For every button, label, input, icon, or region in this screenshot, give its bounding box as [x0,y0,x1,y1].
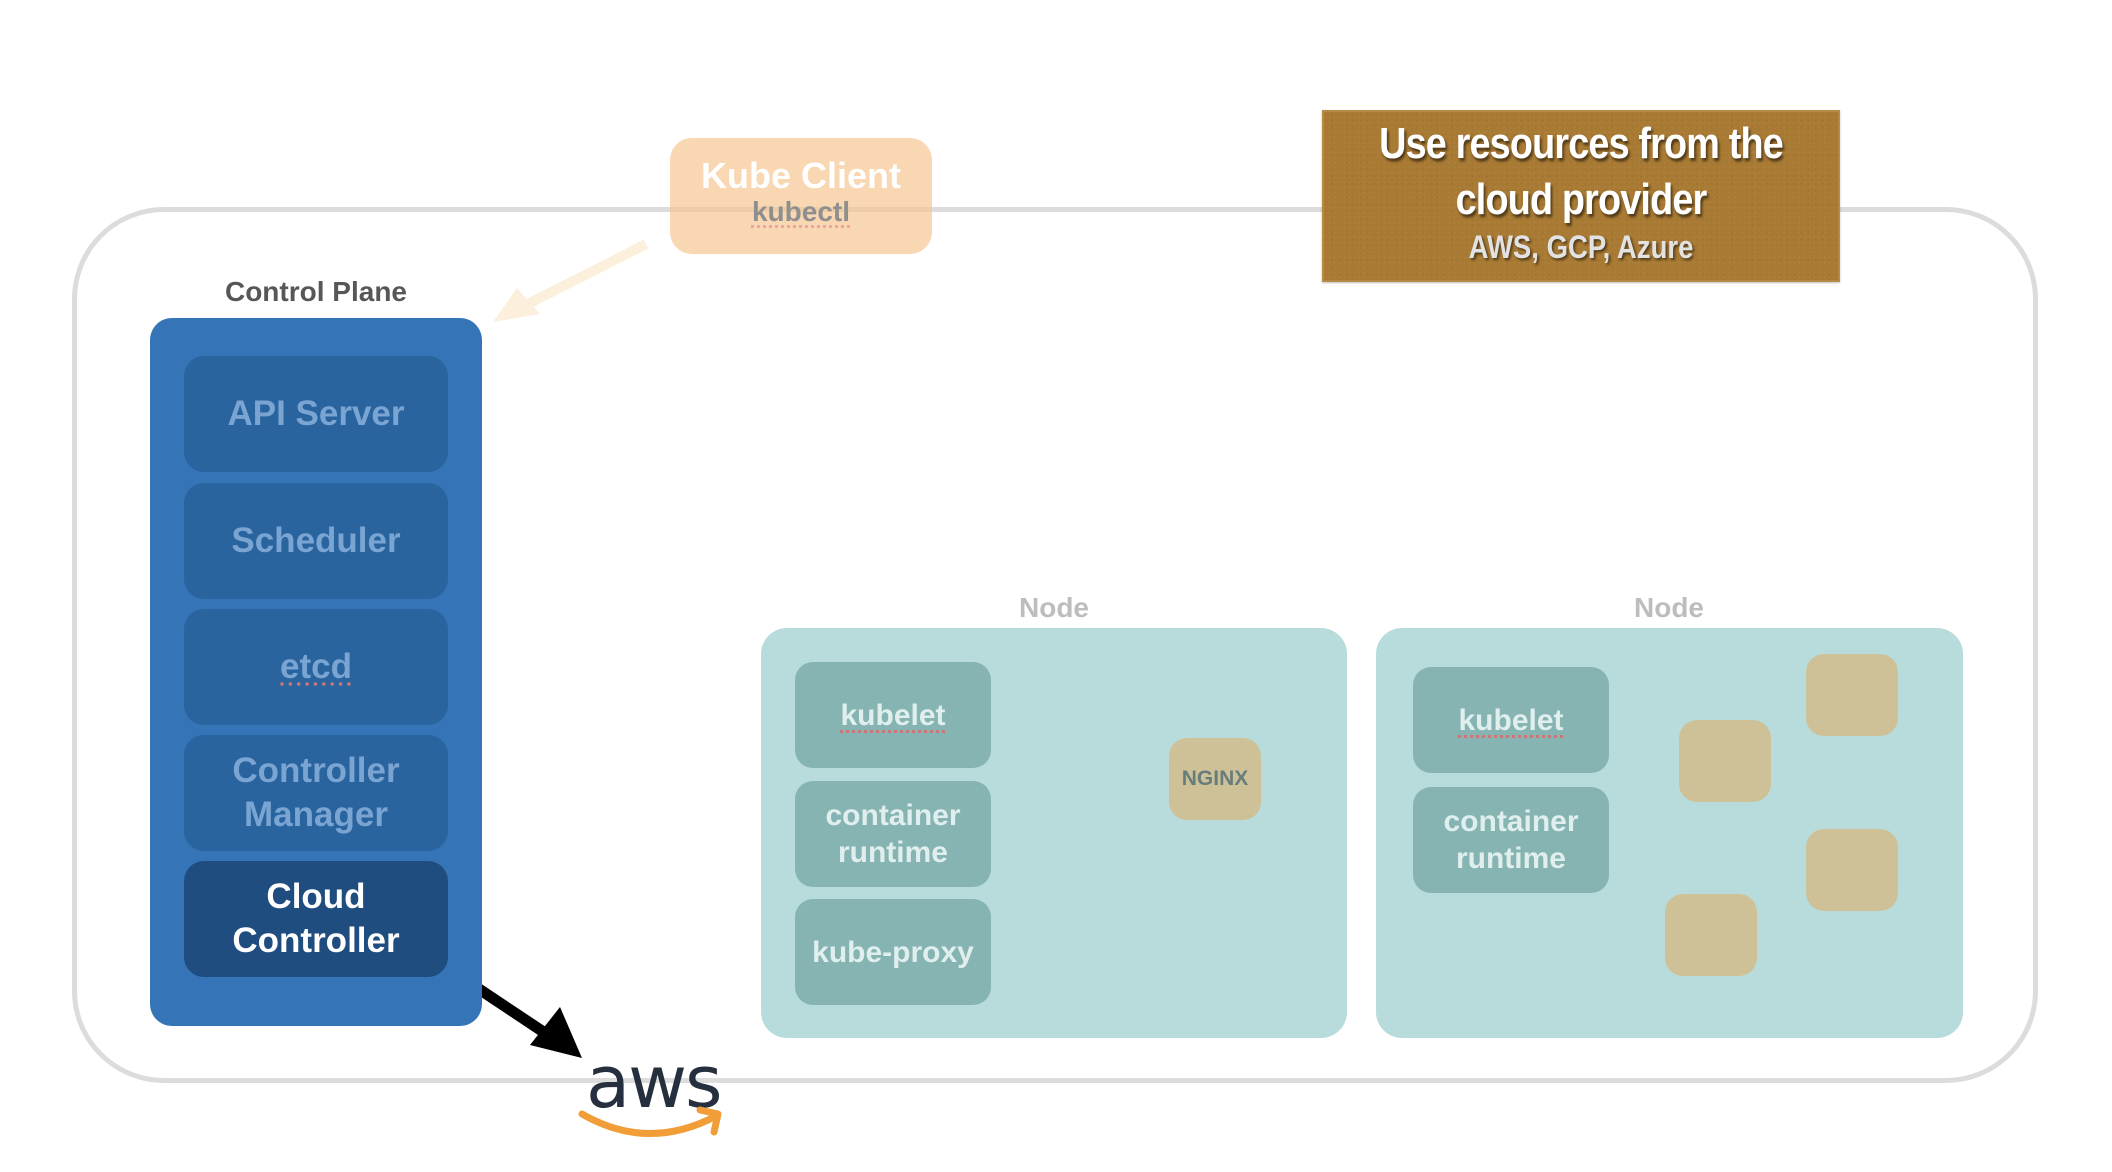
kube-client-subtitle: kubectl [751,196,851,227]
node-2-pod-4[interactable] [1665,894,1757,976]
etcd-label: etcd [280,647,352,686]
control-plane-label: Control Plane [224,276,407,307]
controller-manager-label: Controller Manager [232,749,399,837]
node-2-label: Node [1634,592,1704,623]
node-1-pod-nginx[interactable]: NGINX [1169,738,1261,820]
cloud-controller-label-line-2: Controller [232,921,400,960]
node-1-kubelet-label: kubelet [840,698,946,732]
node-2-pod-2[interactable] [1679,720,1771,802]
node-1-container-runtime-label: container runtime [825,797,960,871]
api-server-label: API Server [227,394,405,433]
node-2-container-runtime-line-1: container [1443,805,1579,838]
controller-manager-label-line-1: Controller [232,751,400,790]
node-1-kube-proxy[interactable]: kube-proxy [795,899,991,1005]
node-2-kubelet-label: kubelet [1458,703,1564,737]
cloud-controller-component[interactable]: Cloud Controller [184,861,448,977]
cloud-provider-callout: Use resources from the cloud provider AW… [1322,110,1840,282]
node-2-container-runtime[interactable]: container runtime [1413,787,1609,893]
aws-logo: aws [578,1040,728,1152]
callout-subtitle: AWS, GCP, Azure [1468,229,1694,265]
callout-line-2: cloud provider [1455,175,1708,224]
node-1-kube-proxy-label: kube-proxy [812,935,974,969]
etcd-component[interactable]: etcd [184,609,448,725]
node-1-container-runtime-line-1: container [825,799,961,832]
node-1-container-runtime-line-2: runtime [837,836,948,869]
controller-manager-label-line-2: Manager [244,795,388,834]
scheduler-component[interactable]: Scheduler [184,483,448,599]
node-1-label: Node [1019,592,1089,623]
node-2-container-runtime-label: container runtime [1443,803,1578,877]
api-server-component[interactable]: API Server [184,356,448,472]
controller-manager-component[interactable]: Controller Manager [184,735,448,851]
nginx-pod-label: NGINX [1181,767,1249,790]
cloud-controller-label-line-1: Cloud [266,877,366,916]
node-1-kubelet[interactable]: kubelet [795,662,991,768]
cluster-boundary [72,207,2038,1083]
cloud-controller-label: Cloud Controller [232,875,399,963]
node-1-container-runtime[interactable]: container runtime [795,781,991,887]
node-2-container-runtime-line-2: runtime [1455,842,1566,875]
kube-client-title: Kube Client [700,155,901,196]
node-2-kubelet[interactable]: kubelet [1413,667,1609,773]
scheduler-label: Scheduler [231,521,401,560]
kube-client-box[interactable]: Kube Client kubectl [670,138,932,254]
node-2-pod-1[interactable] [1806,654,1898,736]
aws-smile-icon [578,1106,722,1137]
node-2-pod-3[interactable] [1806,829,1898,911]
callout-line-1: Use resources from the [1379,119,1784,168]
